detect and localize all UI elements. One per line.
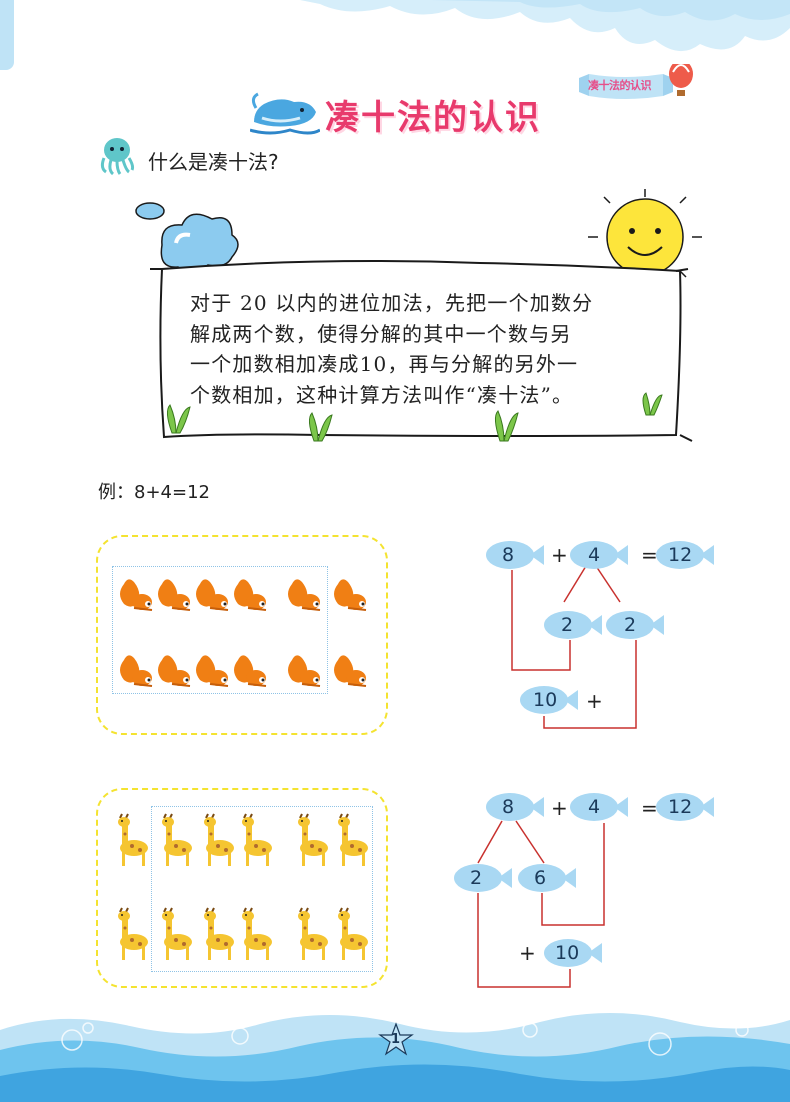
ten-value: 10 [555, 942, 580, 964]
star-icon [378, 1022, 414, 1056]
definition-board [135, 189, 702, 442]
squirrel-icon [157, 578, 191, 611]
giraffe-icon [337, 907, 369, 961]
squirrel-icon [287, 578, 321, 611]
giraffe-icon [203, 907, 235, 961]
page-title: 凑十法的认识 [325, 98, 541, 138]
definition-text: 对于 20 以内的进位加法，先把一个加数分 解成两个数，使得分解的其中一个数与另… [190, 288, 650, 410]
squirrel-icon [333, 578, 367, 611]
giraffe-icon [297, 907, 329, 961]
fish-icon [486, 793, 544, 821]
squirrel-grid [119, 578, 367, 687]
giraffe-icon [297, 813, 329, 867]
squirrel-icon [119, 654, 153, 687]
page-number: 1 [391, 1032, 401, 1047]
definition-line: 对于 20 以内的进位加法，先把一个加数分 [190, 291, 594, 315]
top-cloud-decoration [300, 0, 790, 52]
giraffe-icon [241, 813, 273, 867]
squirrel-icon [195, 578, 229, 611]
fish-icon [454, 864, 512, 892]
split-part: 6 [534, 867, 547, 889]
hot-air-balloon-icon [669, 64, 693, 96]
addend-b: 4 [588, 544, 601, 566]
split-part: 2 [470, 867, 483, 889]
definition-line: 解成两个数，使得分解的其中一个数与另 [190, 321, 572, 346]
sun-icon [588, 189, 702, 289]
giraffe-icon [161, 813, 193, 867]
plus-sign: + [586, 689, 603, 713]
ribbon-decoration [579, 64, 693, 99]
squirrel-icon [157, 654, 191, 687]
ten-group-outline [112, 566, 328, 694]
giraffe-icon [241, 907, 273, 961]
giraffe-box [96, 788, 388, 988]
equals-sign: = [641, 543, 658, 567]
giraffe-icon [337, 813, 369, 867]
question-text: 什么是凑十法? [148, 150, 279, 174]
fish-icon [518, 864, 576, 892]
ten-value: 10 [533, 689, 558, 711]
plus-sign: + [551, 543, 568, 567]
squirrel-icon [287, 654, 321, 687]
squirrel-icon [233, 654, 267, 687]
squirrel-icon [119, 578, 153, 611]
result: 12 [668, 544, 693, 566]
fish-icon [486, 541, 544, 569]
ribbon-label: 凑十法的认识 [588, 79, 652, 92]
giraffe-icon [117, 813, 149, 867]
diagram-1 [486, 541, 714, 729]
example-label: 例：8+4=12 [98, 482, 210, 503]
split-part: 2 [624, 614, 637, 636]
ten-group-outline [151, 806, 373, 972]
plus-sign: + [519, 941, 536, 965]
definition-line: 一个加数相加凑成10，再与分解的另外一 [190, 352, 579, 376]
squirrel-box [96, 535, 388, 735]
squirrel-icon [195, 654, 229, 687]
giraffe-icon [203, 813, 235, 867]
addend-b: 4 [588, 796, 601, 818]
squirrel-icon [333, 654, 367, 687]
squirrel-icon [233, 578, 267, 611]
diagram-2 [454, 793, 714, 988]
sea-decoration [0, 1013, 790, 1102]
grass-icon [166, 392, 663, 442]
octopus-icon [100, 138, 135, 176]
definition-line: 个数相加，这种计算方法叫作“凑十法”。 [190, 382, 574, 407]
addend-a: 8 [502, 544, 515, 566]
split-part: 2 [561, 614, 574, 636]
whale-icon [250, 92, 320, 135]
cloud-icon [135, 202, 239, 273]
giraffe-icon [161, 907, 193, 961]
equals-sign: = [641, 796, 658, 820]
plus-sign: + [551, 796, 568, 820]
result: 12 [668, 796, 693, 818]
giraffe-grid [117, 813, 369, 961]
giraffe-icon [117, 907, 149, 961]
addend-a: 8 [502, 796, 515, 818]
left-margin-bar [0, 0, 14, 70]
